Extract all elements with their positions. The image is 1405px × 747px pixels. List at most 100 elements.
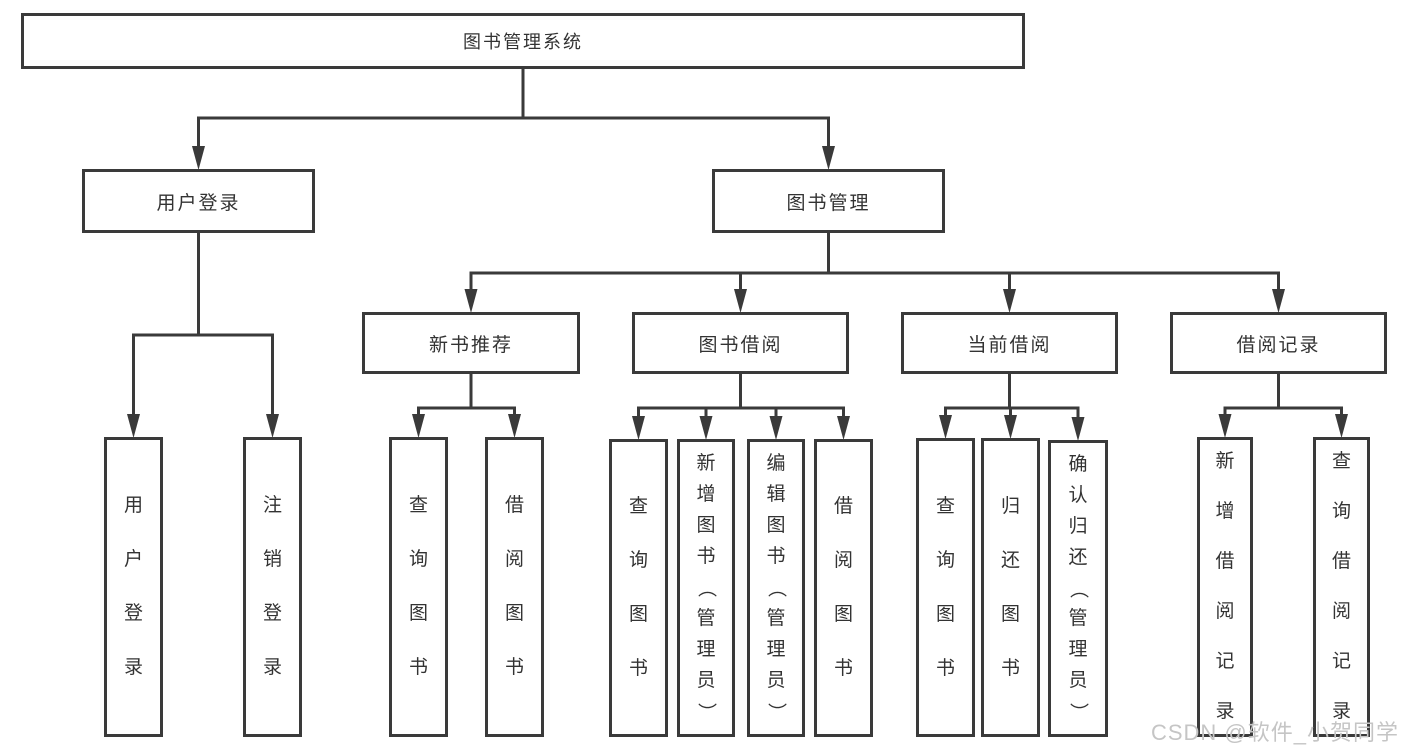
node-login: 用户登录 — [82, 169, 315, 233]
node-rec-query-char: 询 — [1331, 501, 1351, 522]
node-user-login-char: 录 — [123, 657, 143, 678]
node-bb-edit-label: 编辑图书（管理员） — [765, 442, 787, 734]
node-bb-borrow-char: 借 — [833, 496, 853, 517]
connector-logout-arrowhead-icon — [266, 414, 279, 438]
node-cur-return-char: 图 — [1000, 603, 1020, 625]
node-bb-add: 新增图书（管理员） — [677, 439, 735, 737]
node-cur-query-label: 查询图书 — [936, 441, 955, 734]
node-cur-confirm-char: （ — [1067, 578, 1089, 599]
node-bb-edit-char: ） — [765, 702, 787, 722]
node-mgmt: 图书管理 — [712, 169, 945, 233]
node-nb-borrow-label: 借阅图书 — [505, 440, 524, 734]
node-book-borrow: 图书借阅 — [632, 312, 849, 374]
node-user-login: 用户登录 — [104, 437, 163, 737]
node-cur-confirm-char: ） — [1067, 702, 1089, 722]
node-bb-query-char: 图 — [628, 604, 648, 625]
node-bb-query-label: 查询图书 — [629, 442, 648, 734]
node-cur-confirm-char: 还 — [1068, 546, 1088, 568]
node-records-label: 借阅记录 — [1236, 334, 1321, 356]
node-nb-query-char: 书 — [408, 657, 428, 678]
node-logout: 注销登录 — [243, 437, 302, 737]
node-bb-borrow-label: 借阅图书 — [834, 442, 853, 734]
node-nb-borrow: 借阅图书 — [485, 437, 544, 737]
node-new-book: 新书推荐 — [362, 312, 580, 374]
node-bb-query-char: 询 — [628, 550, 648, 571]
node-cur-confirm-label: 确认归还（管理员） — [1067, 443, 1089, 734]
connector-login-arrowhead-icon — [192, 146, 205, 170]
node-cur-confirm-char: 理 — [1068, 639, 1088, 661]
node-root-label: 图书管理系统 — [463, 32, 583, 52]
node-rec-add-char: 借 — [1215, 551, 1235, 572]
connector-bb-borrow-arrowhead-icon — [837, 416, 850, 440]
node-bb-edit-char: （ — [765, 578, 787, 598]
connector-rec-add-arrowhead-icon — [1218, 414, 1232, 438]
node-nb-borrow-char: 阅 — [504, 549, 524, 570]
connector-records-arrowhead-icon — [1272, 289, 1285, 313]
node-cur-return-char: 书 — [1000, 657, 1020, 679]
node-rec-query: 查询借阅记录 — [1313, 437, 1370, 737]
node-bb-add-char: 管 — [696, 608, 716, 629]
node-nb-query-label: 查询图书 — [409, 440, 428, 734]
node-nb-query: 查询图书 — [389, 437, 448, 737]
node-nb-query-char: 询 — [408, 549, 428, 570]
node-cur-return-char: 还 — [1000, 549, 1020, 571]
node-bb-query-char: 书 — [628, 658, 648, 679]
node-nb-borrow-char: 图 — [504, 603, 524, 624]
node-rec-query-char: 借 — [1331, 551, 1351, 572]
node-cur-return-char: 归 — [1000, 495, 1020, 517]
node-rec-add-char: 记 — [1215, 651, 1235, 672]
node-rec-query-char: 阅 — [1331, 601, 1351, 622]
node-logout-char: 录 — [262, 657, 282, 678]
node-rec-add-char: 新 — [1215, 451, 1235, 472]
node-mgmt-label: 图书管理 — [786, 192, 871, 214]
node-nb-query-char: 图 — [408, 603, 428, 624]
connector-mgmt-arrowhead-icon — [822, 146, 835, 170]
node-cur-confirm-char: 管 — [1068, 608, 1088, 630]
node-bb-add-char: 书 — [696, 546, 716, 567]
node-cur-confirm-char: 认 — [1068, 484, 1088, 506]
node-nb-borrow-char: 借 — [504, 495, 524, 516]
node-current: 当前借阅 — [901, 312, 1118, 374]
node-bb-add-label: 新增图书（管理员） — [696, 442, 717, 734]
connector-rec-query-arrowhead-icon — [1335, 414, 1348, 438]
node-cur-confirm-char: 员 — [1068, 670, 1088, 692]
node-logout-char: 登 — [262, 603, 282, 624]
node-rec-add: 新增借阅记录 — [1197, 437, 1253, 737]
connector-bb-add-arrowhead-icon — [699, 416, 713, 440]
node-book-borrow-label: 图书借阅 — [698, 334, 783, 356]
node-rec-add-char: 阅 — [1215, 601, 1235, 622]
connector-book-borrow-arrowhead-icon — [734, 289, 747, 313]
connector-cur-return-arrowhead-icon — [1004, 415, 1017, 439]
node-cur-confirm-char: 归 — [1068, 515, 1088, 537]
node-rec-add-label: 新增借阅记录 — [1215, 440, 1234, 734]
node-user-login-char: 登 — [123, 603, 143, 624]
node-root: 图书管理系统 — [21, 13, 1025, 69]
node-nb-borrow-char: 书 — [504, 657, 524, 678]
node-bb-add-char: 理 — [696, 639, 716, 660]
node-bb-add-char: 员 — [696, 670, 716, 691]
node-bb-query-char: 查 — [628, 496, 648, 517]
node-bb-edit-char: 管 — [766, 608, 786, 629]
node-cur-return-label: 归还图书 — [1001, 441, 1020, 734]
node-rec-query-label: 查询借阅记录 — [1332, 440, 1351, 734]
node-current-label: 当前借阅 — [967, 334, 1052, 356]
node-nb-query-char: 查 — [408, 495, 428, 516]
connector-bb-query-arrowhead-icon — [632, 416, 645, 440]
node-bb-add-char: 新 — [696, 453, 716, 474]
node-bb-edit-char: 图 — [766, 515, 786, 536]
node-cur-query: 查询图书 — [916, 438, 975, 737]
connector-user-login-arrowhead-icon — [127, 414, 140, 438]
node-bb-borrow: 借阅图书 — [814, 439, 873, 737]
node-bb-borrow-char: 图 — [833, 604, 853, 625]
node-bb-edit-char: 编 — [766, 453, 786, 474]
node-bb-add-char: 图 — [696, 515, 716, 536]
node-bb-add-char: 增 — [696, 484, 716, 505]
node-user-login-label: 用户登录 — [124, 440, 143, 734]
connector-cur-confirm-arrowhead-icon — [1071, 417, 1085, 441]
node-bb-edit-char: 书 — [766, 546, 786, 567]
node-bb-edit-char: 辑 — [766, 484, 786, 505]
node-bb-borrow-char: 阅 — [833, 550, 853, 571]
node-cur-return: 归还图书 — [981, 438, 1040, 737]
